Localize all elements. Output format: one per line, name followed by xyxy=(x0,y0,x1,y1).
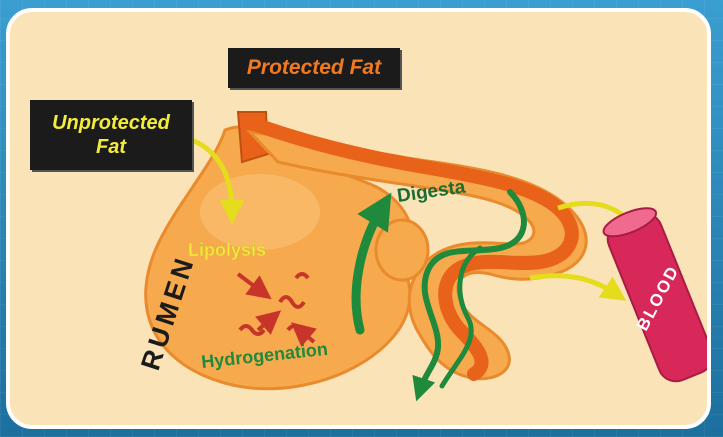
protected-fat-label: Protected Fat xyxy=(228,48,400,88)
unprotected-fat-text-line1: Unprotected xyxy=(30,111,192,135)
diagram-panel: Lipolysis Digesta Hydrogenation RUMEN BL… xyxy=(6,8,711,429)
absorption-arrow-lower xyxy=(530,276,616,294)
reticulum-bulb xyxy=(376,220,428,280)
lipolysis-label: Lipolysis xyxy=(188,240,266,260)
protected-fat-text: Protected Fat xyxy=(247,56,381,79)
rumen-highlight xyxy=(200,174,320,250)
unprotected-fat-label: Unprotected Fat xyxy=(30,100,192,170)
unprotected-fat-text-line2: Fat xyxy=(30,135,192,159)
